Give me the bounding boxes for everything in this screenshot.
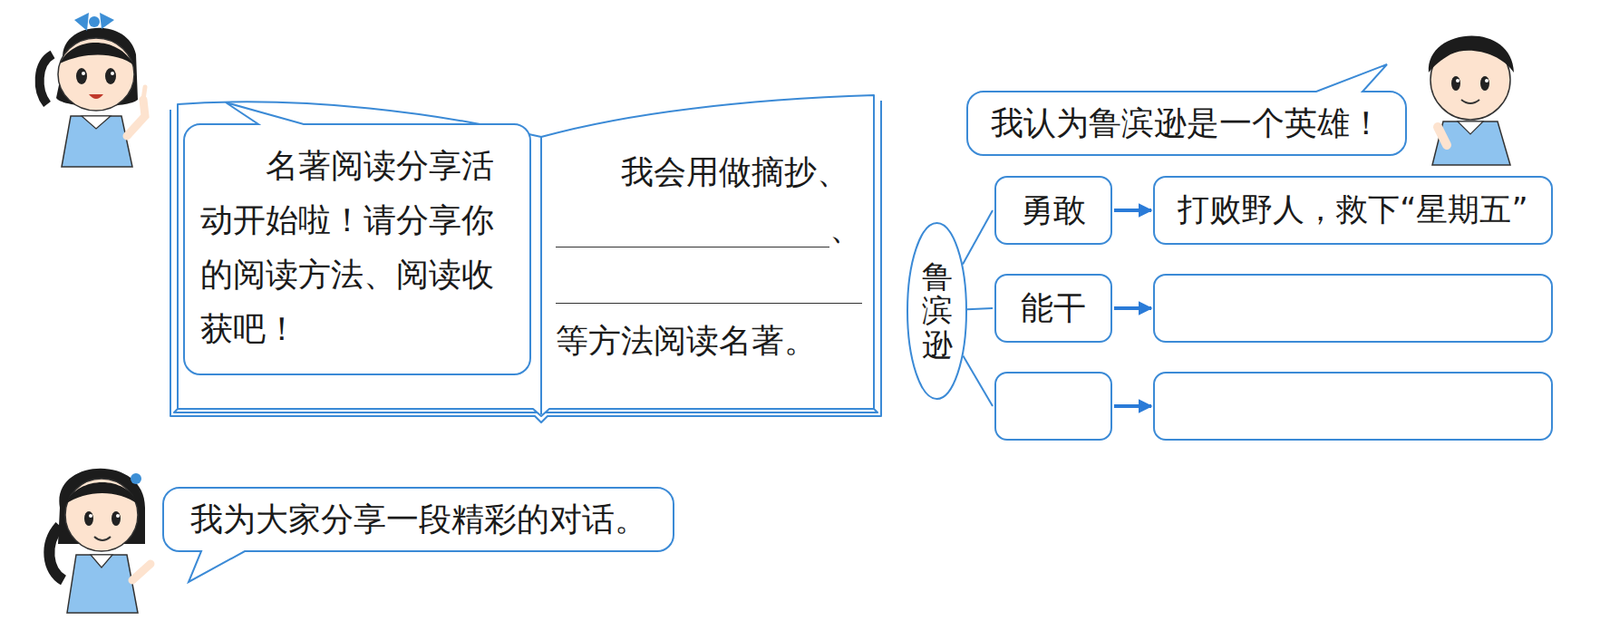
speech-bubble: 名著阅读分享活动开始啦！请分享你的阅读方法、阅读收获吧！ [184,124,531,375]
speech-bubble: 我认为鲁滨逊是一个英雄！ [967,91,1407,156]
vertical-label: 鲁滨逊 [921,260,953,362]
text-holder: 打败野人，救下“星期五” [1177,189,1528,232]
arrow-connector [1114,208,1152,213]
text-holder: 我认为鲁滨逊是一个英雄！ [990,102,1383,146]
speech-bubble: 我为大家分享一段精彩的对话。 [163,487,674,552]
text-row [555,256,863,313]
label-text: 名著阅读分享活动开始啦！请分享你的阅读方法、阅读收获吧！ [200,146,495,348]
label-text: 我为大家分享一段精彩的对话。 [190,500,648,538]
page-edge [174,408,878,413]
label-text: 我认为鲁滨逊是一个英雄！ [990,104,1383,142]
body-text: 、 [829,200,863,257]
branch-line [962,355,993,407]
girl-figure [39,12,146,167]
event-box [1153,273,1553,343]
label-text: 能干 [1020,289,1087,327]
open-book: 我会用做摘抄、、等方法阅读名著。名著阅读分享活动开始啦！请分享你的阅读方法、阅读… [168,96,883,424]
bubble-outline [967,64,1407,156]
body-text: 等方法阅读名著。 [555,312,817,369]
trait-box [994,371,1113,441]
body-text: 我会用做摘抄、 [620,144,850,201]
book-pages [177,95,874,417]
bubble-outline [184,102,531,375]
branch-line [962,210,993,265]
boy-figure [1428,35,1514,165]
book-spine [540,136,543,415]
bubble-outline [163,487,674,582]
label-text: 勇敢 [1020,191,1087,229]
text-row: 我会用做摘抄、 [555,144,863,201]
trait-box: 能干 [994,273,1113,343]
trait-box: 勇敢 [994,175,1113,245]
event-box: 打败野人，救下“星期五” [1153,175,1553,245]
book-cover [170,100,882,423]
answer-blank [555,206,830,248]
text-row: 等方法阅读名著。 [555,312,863,369]
arrow-connector [1114,306,1152,311]
event-box [1153,371,1553,441]
answer-blank [555,262,863,304]
book-page-text: 我会用做摘抄、、等方法阅读名著。 [555,144,863,369]
text-holder: 能干 [1020,287,1087,330]
arrow-connector [1114,404,1152,408]
text-holder: 鲁滨逊 [921,260,953,362]
label-text: 打败野人，救下“星期五” [1177,191,1528,228]
text-row: 、 [555,200,863,257]
text-holder: 勇敢 [1020,189,1087,233]
branch-line [967,308,993,310]
text-holder: 名著阅读分享活动开始啦！请分享你的阅读方法、阅读收获吧！ [200,138,514,357]
topic-ellipse: 鲁滨逊 [906,222,968,400]
text-holder: 我为大家分享一段精彩的对话。 [190,498,648,542]
girl-figure [48,468,151,613]
ellipse-outline [907,223,967,399]
